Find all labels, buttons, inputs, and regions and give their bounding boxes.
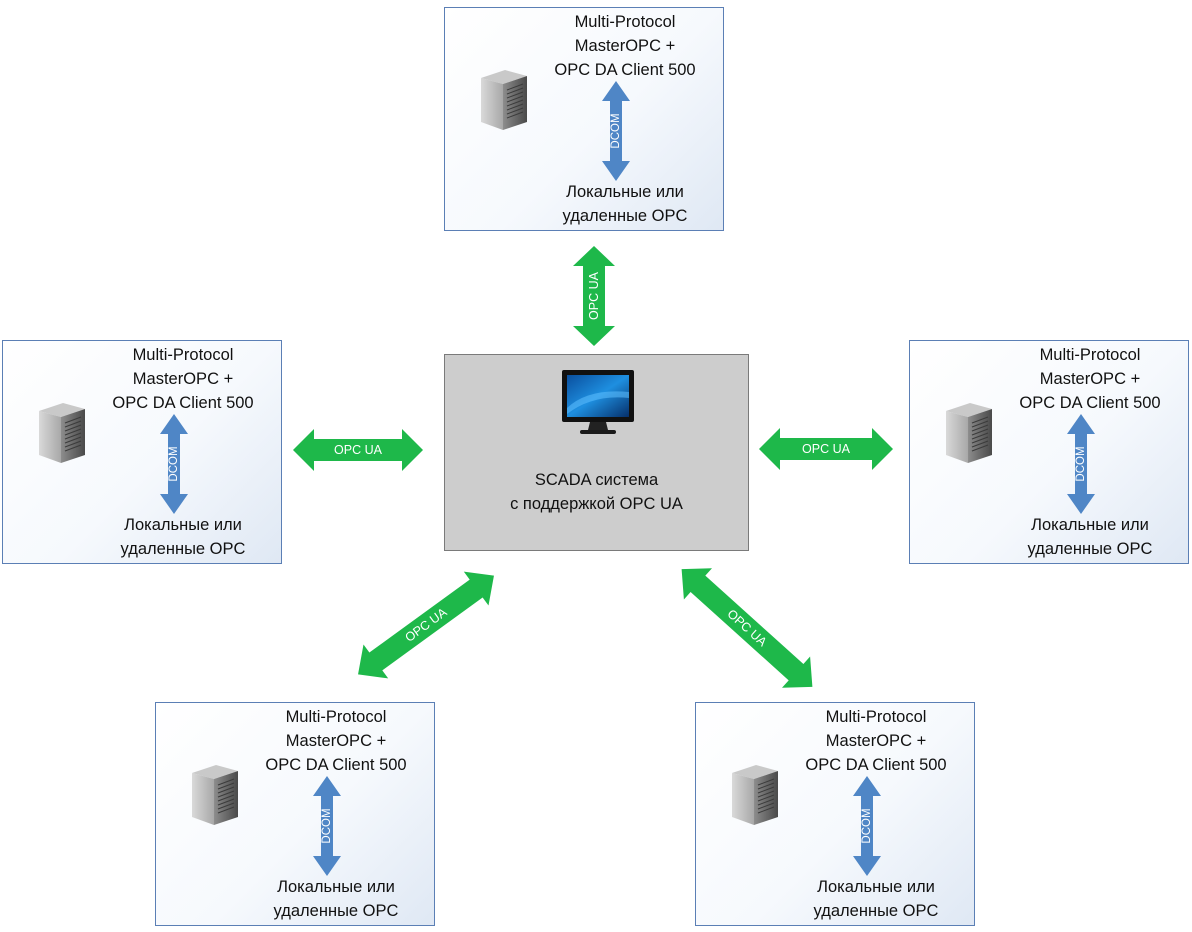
node-left: Multi-Protocol MasterOPC + OPC DA Client… [2,340,282,564]
scada-system-box: SCADA система с поддержкой OPC UA [444,354,749,551]
monitor-icon [562,370,634,434]
dcom-arrow: DCOM [602,81,630,181]
node-bottom-label: Локальные или удаленные OPC [562,183,688,225]
node-bottom-label: Локальные или удаленные OPC [813,878,939,920]
opc-ua-label: OPC UA [334,443,383,457]
dcom-arrow: DCOM [1067,414,1095,514]
dcom-label: DCOM [861,808,873,843]
node-title: Multi-Protocol MasterOPC + OPC DA Client… [554,13,696,79]
dcom-arrow: DCOM [313,776,341,876]
dcom-arrow: DCOM [160,414,188,514]
opc-ua-label: OPC UA [802,442,851,456]
server-icon [39,403,85,463]
node-top: Multi-Protocol MasterOPC + OPC DA Client… [444,7,724,231]
dcom-label: DCOM [321,808,333,843]
node-title: Multi-Protocol MasterOPC + OPC DA Client… [1019,346,1161,412]
node-title: Multi-Protocol MasterOPC + OPC DA Client… [112,346,254,412]
node-title: Multi-Protocol MasterOPC + OPC DA Client… [265,708,407,774]
dcom-label: DCOM [1075,446,1087,481]
node-right: Multi-Protocol MasterOPC + OPC DA Client… [909,340,1189,564]
dcom-arrow: DCOM [853,776,881,876]
scada-label: SCADA система с поддержкой OPC UA [510,471,683,513]
server-icon [732,765,778,825]
node-bottom-label: Локальные или удаленные OPC [1027,516,1153,558]
dcom-label: DCOM [168,446,180,481]
node-bottom-left: Multi-Protocol MasterOPC + OPC DA Client… [155,702,435,926]
dcom-label: DCOM [610,113,622,148]
node-title: Multi-Protocol MasterOPC + OPC DA Client… [805,708,947,774]
server-icon [481,70,527,130]
node-bottom-label: Локальные или удаленные OPC [120,516,246,558]
server-icon [192,765,238,825]
server-icon [946,403,992,463]
node-bottom-label: Локальные или удаленные OPC [273,878,399,920]
opc-ua-label: OPC UA [587,271,601,320]
node-bottom-right: Multi-Protocol MasterOPC + OPC DA Client… [695,702,975,926]
